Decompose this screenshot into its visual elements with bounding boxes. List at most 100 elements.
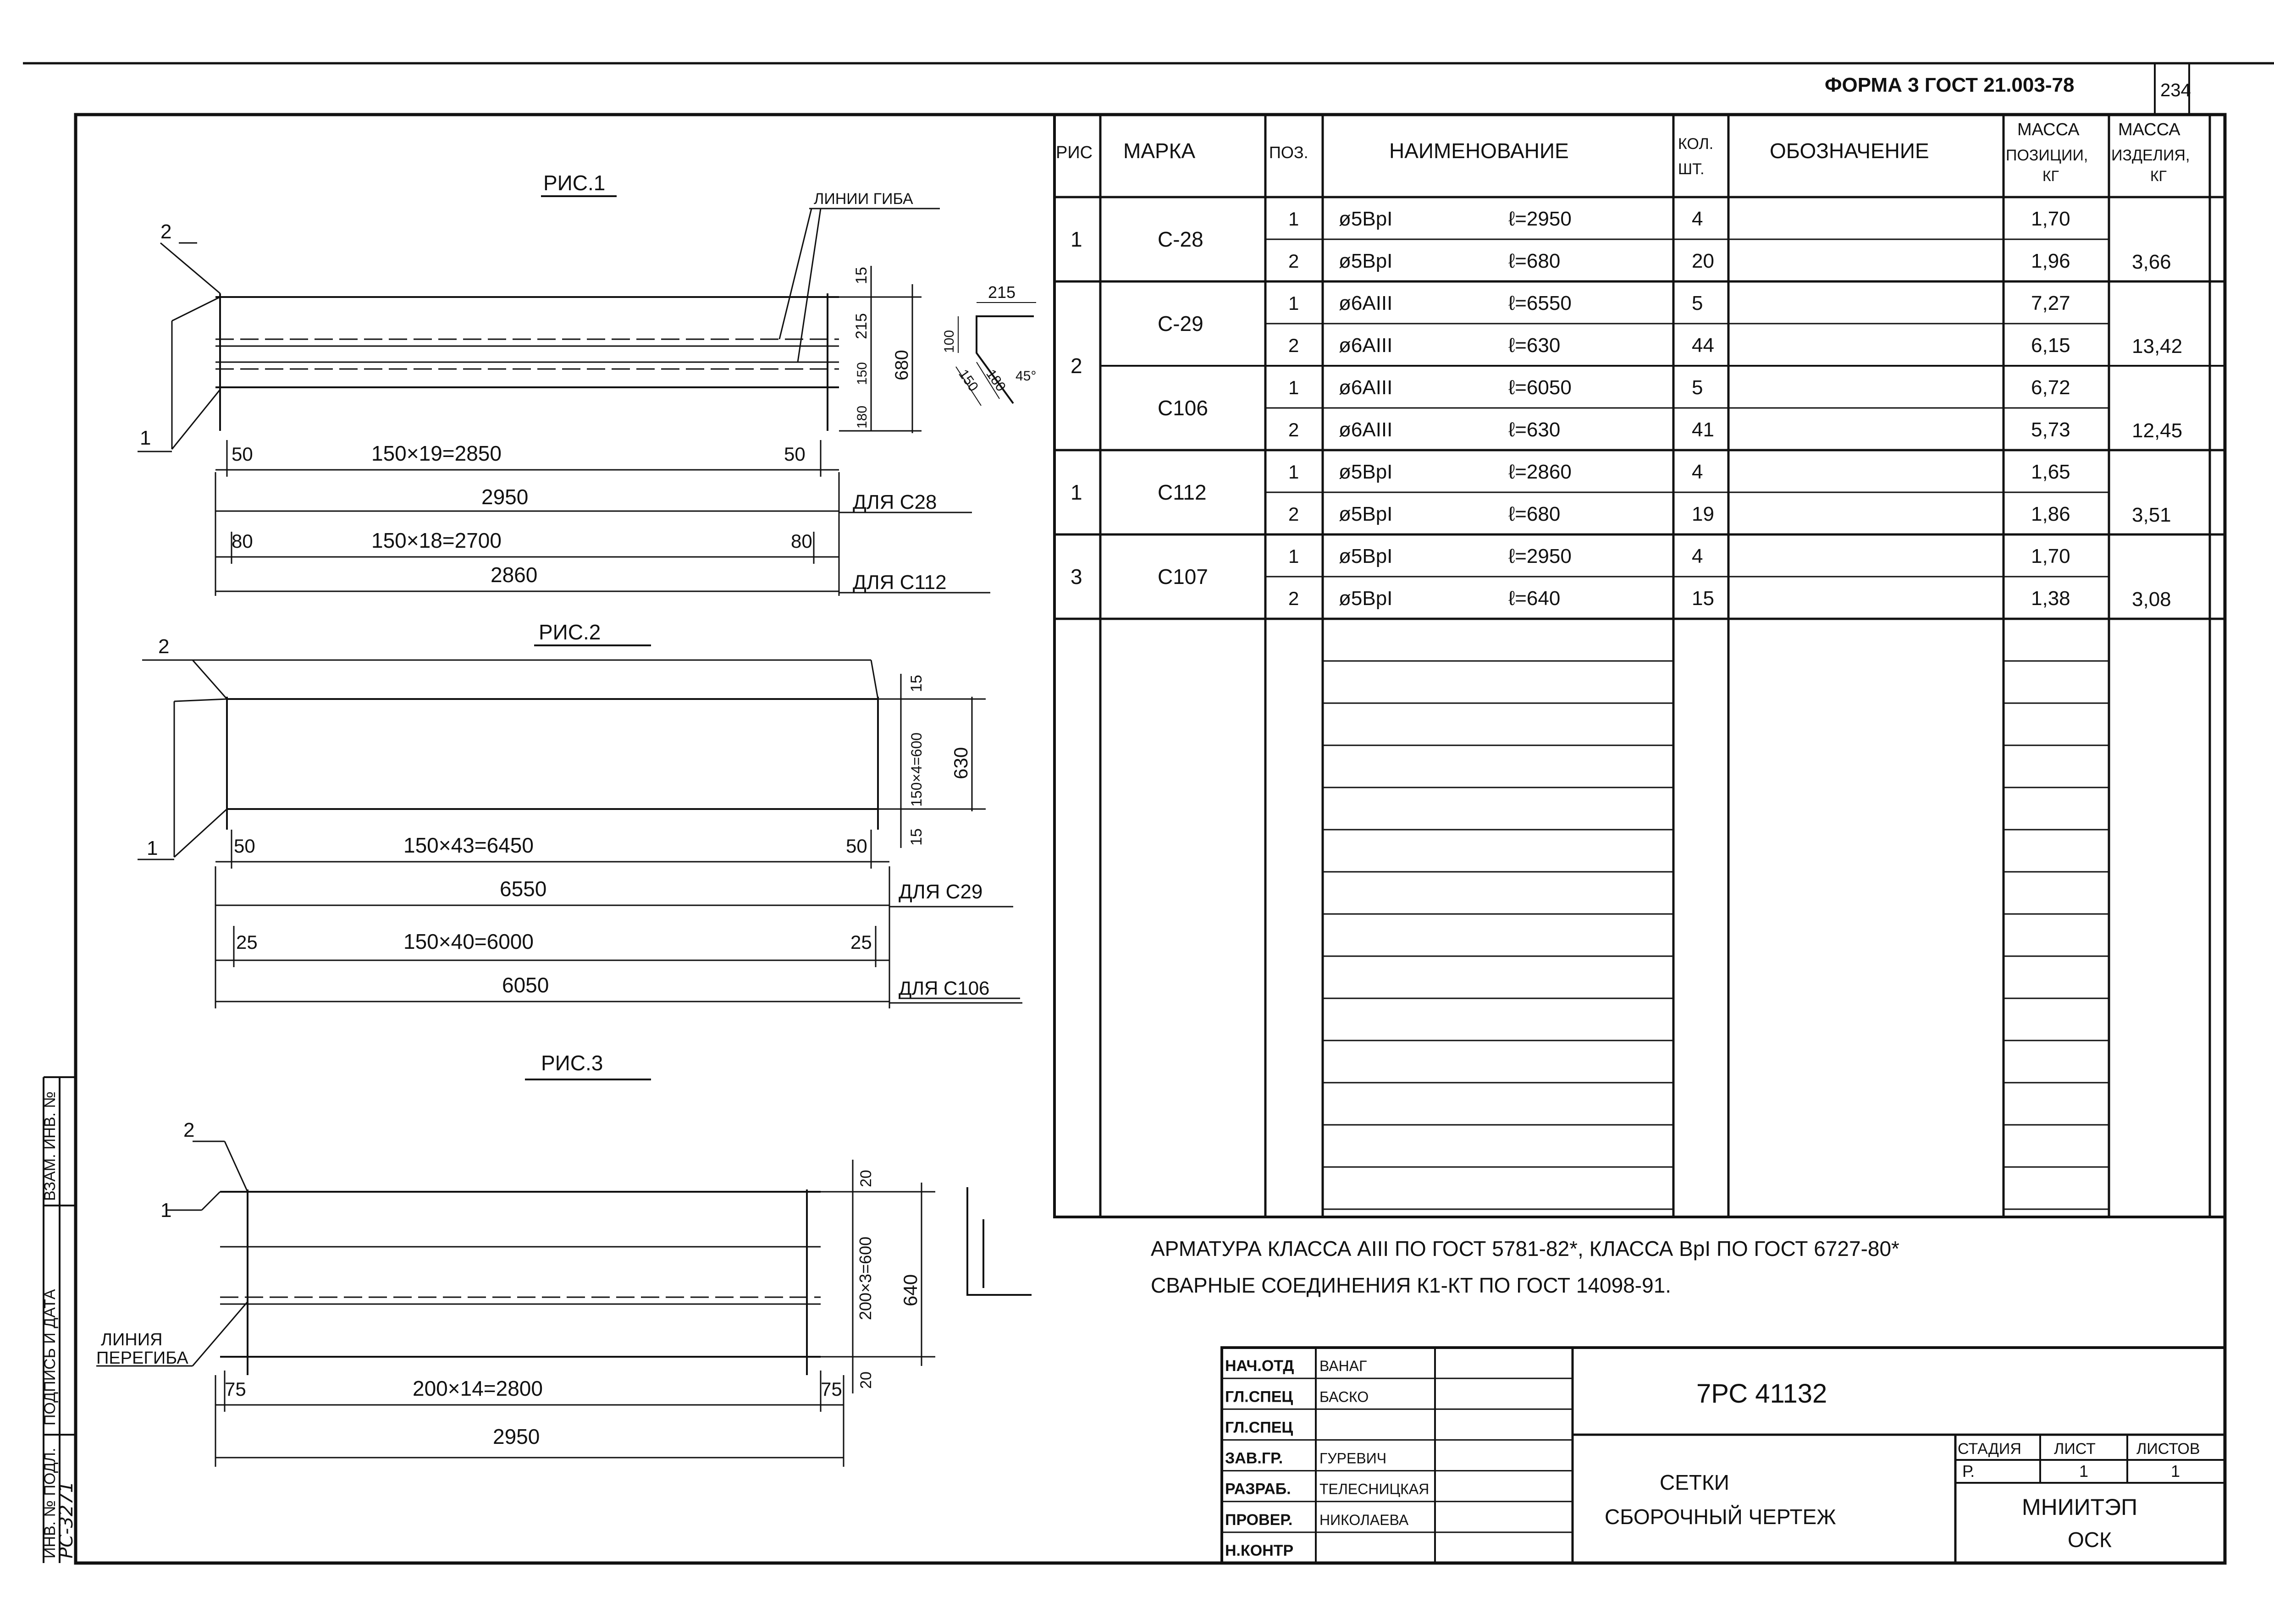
- fig1-vert-top: 15: [853, 267, 870, 284]
- cell-length: ℓ=630: [1508, 334, 1560, 357]
- cell-pos: 1: [1288, 292, 1299, 314]
- cell-name: ø6АIII: [1339, 292, 1392, 314]
- fig3-title: РИС.3: [541, 1051, 603, 1075]
- cell-mass: 6,15: [2031, 334, 2070, 357]
- cell-mass: 7,27: [2031, 292, 2070, 314]
- header-qty-1: КОЛ.: [1678, 135, 1713, 153]
- cell-mass: 1,70: [2031, 545, 2070, 567]
- fig1-end2-left: 80: [232, 530, 253, 552]
- side-inv-value: РС-3271: [56, 1481, 77, 1558]
- fig1-vdim: [839, 266, 922, 433]
- fig1-detail-180: 180: [983, 367, 1009, 394]
- cell-qty: 20: [1692, 250, 1714, 272]
- frame: [23, 62, 2274, 1565]
- fig3-end-right: 75: [821, 1378, 842, 1400]
- cell-length: ℓ=680: [1508, 250, 1560, 272]
- header-mass-pos-1: МАССА: [2017, 120, 2080, 139]
- cell-name: ø6АIII: [1339, 418, 1392, 441]
- fig3-vert-bot: 20: [857, 1371, 875, 1389]
- fig1-mesh: [138, 242, 839, 452]
- header-pos: ПОЗ.: [1269, 143, 1308, 162]
- cell-name: ø5ВрI: [1339, 503, 1392, 525]
- stamp-role: РАЗРАБ.: [1225, 1481, 1291, 1498]
- cell-name: ø5ВрI: [1339, 250, 1392, 272]
- header-qty-2: ШТ.: [1678, 160, 1705, 178]
- spec-headers: РИС МАРКА ПОЗ. НАИМЕНОВАНИЕ КОЛ. ШТ. ОБО…: [1056, 120, 2190, 184]
- stamp-org-2: ОСК: [2068, 1528, 2112, 1552]
- fig1-bend-lines-label: ЛИНИИ ГИБА: [814, 190, 913, 208]
- cell-mark: С-29: [1158, 312, 1203, 336]
- cell-qty: 19: [1692, 503, 1714, 525]
- fig2-total2: 6050: [502, 973, 549, 997]
- fig3-bend-line-1: ЛИНИЯ: [101, 1330, 162, 1349]
- fig1-total1: 2950: [481, 485, 528, 509]
- fig1-vert-total: 680: [892, 350, 912, 380]
- stamp-title-1: СЕТКИ: [1660, 1470, 1729, 1494]
- stamp-person: ТЕЛЕСНИЦКАЯ: [1319, 1481, 1429, 1497]
- header-mass-item-1: МАССА: [2118, 120, 2180, 139]
- cell-fig: 1: [1071, 480, 1082, 504]
- fig3-total1: 2950: [493, 1425, 540, 1448]
- fig1-leader-2: 2: [160, 220, 171, 243]
- fig1-span2: 150×18=2700: [371, 528, 502, 552]
- fig1-vert-180: 180: [855, 406, 870, 429]
- fig2-span1: 150×43=6450: [403, 833, 534, 857]
- cell-pos: 2: [1288, 419, 1299, 440]
- fig1-detail-150: 150: [955, 367, 981, 394]
- title-block: [1220, 1346, 2226, 1564]
- fig1-vert-150: 150: [855, 362, 870, 385]
- fig3-leader-1: 1: [160, 1199, 171, 1222]
- header-mass-pos-2: ПОЗИЦИИ,: [2006, 147, 2088, 164]
- header-mass-item-2: ИЗДЕЛИЯ,: [2111, 147, 2190, 164]
- cell-fig: 3: [1071, 565, 1082, 589]
- fig2-for1: ДЛЯ С29: [899, 881, 982, 903]
- cell-mark: С106: [1158, 396, 1208, 420]
- fig2-leader-2: 2: [158, 635, 169, 658]
- fig1-total2: 2860: [491, 563, 537, 587]
- fig2-vert-bot: 15: [908, 828, 925, 846]
- cell-pos: 1: [1288, 461, 1299, 483]
- cell-total: 12,45: [2132, 419, 2182, 442]
- fig3-end-left: 75: [225, 1378, 246, 1400]
- side-inv-podl: ИНВ. № ПОДЛ.: [41, 1448, 59, 1558]
- spec-table: [1053, 113, 2226, 1218]
- stamp-person: ГУРЕВИЧ: [1319, 1450, 1386, 1467]
- stamp-title-2: СБОРОЧНЫЙ ЧЕРТЕЖ: [1605, 1505, 1836, 1529]
- stamp-sheets: 1: [2171, 1462, 2180, 1481]
- cell-total: 3,51: [2132, 504, 2171, 526]
- cell-qty: 41: [1692, 418, 1714, 441]
- cell-length: ℓ=6050: [1508, 376, 1572, 399]
- note-line-1: АРМАТУРА КЛАССА АIII ПО ГОСТ 5781-82*, К…: [1151, 1237, 1899, 1261]
- cell-name: ø5ВрI: [1339, 461, 1392, 483]
- fig1-end2-right: 80: [791, 530, 812, 552]
- fig2-vert-mid: 150×4=600: [908, 732, 925, 807]
- stamp-sheet: 1: [2079, 1462, 2088, 1481]
- cell-name: ø6АIII: [1339, 376, 1392, 399]
- figure-3: РИС.3 2 1 ЛИНИЯ ПЕРЕГИБА: [96, 1051, 1032, 1467]
- fig2-for2: ДЛЯ С106: [899, 977, 989, 999]
- cell-qty: 4: [1692, 545, 1703, 567]
- fig1-title: РИС.1: [543, 171, 605, 195]
- header-designation: ОБОЗНАЧЕНИЕ: [1770, 139, 1929, 163]
- stamp-role: ГЛ.СПЕЦ: [1225, 1419, 1293, 1436]
- cell-qty: 4: [1692, 461, 1703, 483]
- fig1-span1: 150×19=2850: [371, 441, 502, 465]
- cell-length: ℓ=680: [1508, 503, 1560, 525]
- fig1-for1: ДЛЯ С28: [853, 491, 937, 513]
- fig1-detail-215: 215: [988, 283, 1016, 302]
- stamp-sheet-label: ЛИСТ: [2054, 1440, 2096, 1458]
- side-vzam: ВЗАМ. ИНВ. №: [41, 1091, 59, 1201]
- cell-length: ℓ=2950: [1508, 545, 1572, 567]
- figure-1: РИС.1 ЛИНИИ ГИБА 2 1: [138, 171, 1036, 596]
- stamp-role: Н.КОНТР: [1225, 1542, 1293, 1559]
- fig3-mesh: [96, 1140, 1032, 1375]
- cell-pos: 2: [1288, 503, 1299, 525]
- fig2-vert-total: 630: [950, 747, 971, 779]
- fig2-end-right: 50: [846, 835, 867, 857]
- fig2-vert-top: 15: [908, 675, 925, 692]
- fig1-end-left: 50: [232, 443, 253, 465]
- fig2-span2: 150×40=6000: [403, 930, 534, 953]
